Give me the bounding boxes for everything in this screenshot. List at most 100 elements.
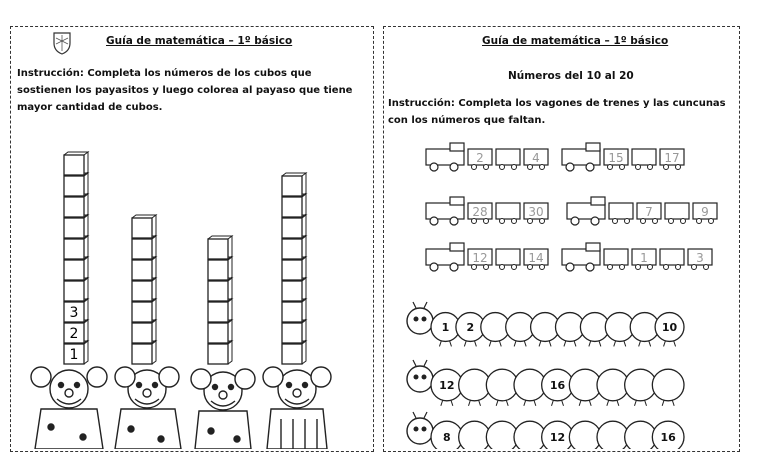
cube-label-1: 1 xyxy=(70,347,79,363)
train-wagon[interactable] xyxy=(608,202,634,220)
caterpillar-segment[interactable] xyxy=(596,368,630,402)
cube[interactable] xyxy=(281,343,303,365)
cube[interactable] xyxy=(131,343,153,365)
train-wagon[interactable] xyxy=(603,148,629,166)
caterpillar-segment[interactable] xyxy=(624,420,657,449)
segment-number: 16 xyxy=(661,431,677,444)
wagon-number: 4 xyxy=(532,151,540,165)
clown-1 xyxy=(30,366,108,449)
train-wagon[interactable] xyxy=(659,248,685,266)
cube[interactable] xyxy=(131,322,153,344)
caterpillar-segment[interactable] xyxy=(458,420,491,449)
train-wagon[interactable] xyxy=(523,148,549,166)
segment-number: 16 xyxy=(550,379,566,392)
train-wagon[interactable] xyxy=(603,248,629,266)
wagon-number: 17 xyxy=(664,151,679,165)
wagon-number: 30 xyxy=(528,205,543,219)
cube-tower-3 xyxy=(207,235,234,365)
cube[interactable] xyxy=(63,217,85,239)
cube[interactable] xyxy=(207,280,229,302)
wagon-number: 12 xyxy=(472,251,487,265)
cube[interactable] xyxy=(63,175,85,197)
caterpillar-segment[interactable] xyxy=(624,368,657,402)
train-wagon[interactable] xyxy=(664,202,690,220)
train-wagon[interactable] xyxy=(687,248,713,266)
cube-tower-2 xyxy=(131,214,158,365)
train-wagon[interactable] xyxy=(692,202,718,220)
train-wagon[interactable] xyxy=(495,248,521,266)
cube[interactable] xyxy=(63,322,85,344)
right-worksheet: Guía de matemática – 1º básico Números d… xyxy=(383,26,740,452)
cube[interactable] xyxy=(131,238,153,260)
clown-4 xyxy=(262,366,332,449)
train-wagon[interactable] xyxy=(659,148,685,166)
caterpillar-segment[interactable] xyxy=(596,420,630,449)
cube[interactable] xyxy=(281,280,303,302)
cube[interactable] xyxy=(207,322,229,344)
cube[interactable] xyxy=(63,259,85,281)
cube[interactable] xyxy=(63,280,85,302)
cube[interactable] xyxy=(281,217,303,239)
cube[interactable] xyxy=(281,322,303,344)
cube[interactable] xyxy=(281,196,303,218)
left-worksheet: Guía de matemática – 1º básico Instrucci… xyxy=(10,26,374,452)
cube[interactable] xyxy=(131,280,153,302)
wagon-number: 7 xyxy=(645,205,653,219)
wagon-number: 15 xyxy=(608,151,623,165)
caterpillar-segment[interactable] xyxy=(458,368,491,402)
caterpillar-head xyxy=(406,307,434,335)
caterpillar-segment[interactable] xyxy=(513,368,547,402)
train-wagon[interactable] xyxy=(467,202,493,220)
cube[interactable] xyxy=(63,343,85,365)
cube[interactable] xyxy=(63,154,85,176)
cube[interactable] xyxy=(207,343,229,365)
cube[interactable] xyxy=(63,196,85,218)
clown-2 xyxy=(114,366,182,449)
cube[interactable] xyxy=(281,259,303,281)
cube[interactable] xyxy=(131,217,153,239)
caterpillar-head xyxy=(406,365,434,393)
train-wagon[interactable] xyxy=(467,248,493,266)
cube[interactable] xyxy=(63,238,85,260)
cube[interactable] xyxy=(281,238,303,260)
caterpillar-segment[interactable] xyxy=(654,311,685,343)
caterpillar-segment[interactable] xyxy=(568,368,602,402)
wagon-number: 3 xyxy=(696,251,704,265)
cube-label-2: 2 xyxy=(70,326,79,342)
cube-tower-4 xyxy=(281,172,308,365)
cube[interactable] xyxy=(207,259,229,281)
caterpillar-segment[interactable] xyxy=(485,368,519,402)
cube[interactable] xyxy=(207,238,229,260)
caterpillar-segment[interactable] xyxy=(513,420,547,449)
train-wagon[interactable] xyxy=(467,148,493,166)
cube[interactable] xyxy=(207,301,229,323)
cube[interactable] xyxy=(281,301,303,323)
cube[interactable] xyxy=(63,301,85,323)
segment-number: 8 xyxy=(443,431,451,444)
train-wagon[interactable] xyxy=(631,148,657,166)
school-crest-icon xyxy=(53,32,71,55)
caterpillar-segment[interactable] xyxy=(568,420,602,449)
train-wagon[interactable] xyxy=(631,248,657,266)
train-wagon[interactable] xyxy=(523,202,549,220)
cube[interactable] xyxy=(131,301,153,323)
train-wagon[interactable] xyxy=(523,248,549,266)
right-title: Guía de matemática – 1º básico xyxy=(482,35,669,47)
caterpillar-segment[interactable] xyxy=(651,368,685,402)
cube[interactable] xyxy=(131,259,153,281)
train-wagon[interactable] xyxy=(636,202,662,220)
right-subtitle: Números del 10 al 20 xyxy=(508,70,634,82)
cube[interactable] xyxy=(281,175,303,197)
caterpillar-segment[interactable] xyxy=(485,420,519,449)
caterpillar-segment[interactable] xyxy=(651,420,685,449)
train-wagon[interactable] xyxy=(495,148,521,166)
train-wagon[interactable] xyxy=(495,202,521,220)
cube-label-3: 3 xyxy=(70,305,79,321)
